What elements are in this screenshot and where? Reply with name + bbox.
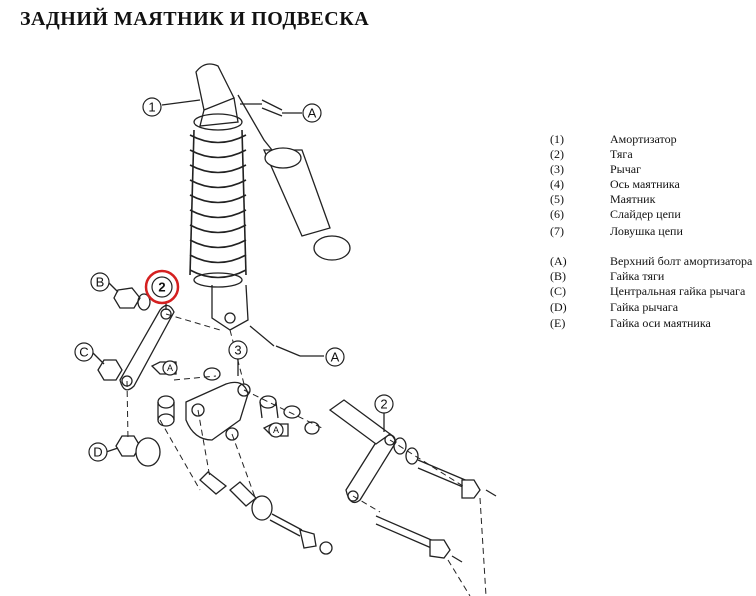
callout-2-left-label: 2 — [158, 280, 165, 295]
legend-text: Гайка тяги — [610, 269, 665, 283]
callout-2-highlight — [144, 269, 180, 305]
legend-text: Центральная гайка рычага — [610, 284, 746, 298]
legend-row: (7) Ловушка цепи — [550, 224, 756, 239]
callout-a-marker-right — [268, 422, 284, 438]
legend-row: (6) Слайдер цепи — [550, 207, 756, 222]
callout-a-top — [302, 103, 322, 123]
legend-row: (B) Гайка тяги — [550, 269, 756, 284]
callout-b-label: B — [96, 275, 105, 290]
legend-text: Амортизатор — [610, 132, 677, 146]
legend-key: (3) — [550, 162, 564, 176]
callout-c — [74, 342, 94, 362]
legend-row: (5) Маятник — [550, 192, 756, 207]
callout-d-label: D — [93, 445, 102, 460]
legend-row: (A) Верхний болт амортизатора — [550, 254, 756, 269]
callout-1-label: 1 — [148, 100, 155, 115]
callout-2-right — [374, 394, 394, 414]
callout-3 — [228, 340, 248, 360]
legend-key: (D) — [550, 300, 567, 314]
callout-a-marker-right-label: A — [273, 425, 279, 435]
parts-legend: (1) Амортизатор (2) Тяга (3) Рычаг (4) Ось маят… — [550, 0, 756, 596]
callout-a-marker-left-label: A — [167, 363, 173, 373]
legend-key: (7) — [550, 224, 564, 238]
callout-a-lower — [325, 347, 345, 367]
legend-row: (2) Тяга — [550, 147, 756, 162]
callout-b — [90, 272, 110, 292]
callout-2-right-label: 2 — [380, 397, 387, 412]
legend-row: (1) Амортизатор — [550, 132, 756, 147]
legend-row: (4) Ось маятника — [550, 177, 756, 192]
callout-2-left — [151, 276, 173, 298]
legend-text: Ловушка цепи — [610, 224, 683, 238]
legend-key: (A) — [550, 254, 567, 268]
legend-key: (B) — [550, 269, 566, 283]
callout-3-label: 3 — [234, 343, 241, 358]
callout-a-lower-label: A — [331, 350, 340, 365]
callout-c-label: C — [79, 345, 88, 360]
legend-text: Тяга — [610, 147, 633, 161]
page-title: ЗАДНИЙ МАЯТНИК И ПОДВЕСКА — [20, 8, 370, 30]
legend-text: Гайка рычага — [610, 300, 679, 314]
legend-text: Гайка оси маятника — [610, 316, 711, 330]
legend-row: (3) Рычаг — [550, 162, 756, 177]
callout-d — [88, 442, 108, 462]
legend-text: Маятник — [610, 192, 656, 206]
legend-text: Ось маятника — [610, 177, 680, 191]
legend-key: (E) — [550, 316, 566, 330]
legend-key: (C) — [550, 284, 566, 298]
legend-text: Рычаг — [610, 162, 642, 176]
legend-key: (2) — [550, 147, 564, 161]
callout-a-top-label: A — [308, 106, 317, 121]
callout-a-marker-left — [162, 360, 178, 376]
legend-key: (6) — [550, 207, 564, 221]
legend-row: (D) Гайка рычага — [550, 300, 756, 315]
legend-text: Верхний болт амортизатора — [610, 254, 753, 268]
legend-row: (C) Центральная гайка рычага — [550, 284, 756, 299]
callout-1 — [142, 97, 162, 117]
legend-key: (5) — [550, 192, 564, 206]
legend-key: (4) — [550, 177, 564, 191]
legend-key: (1) — [550, 132, 564, 146]
legend-text: Слайдер цепи — [610, 207, 681, 221]
legend-row: (E) Гайка оси маятника — [550, 316, 756, 331]
